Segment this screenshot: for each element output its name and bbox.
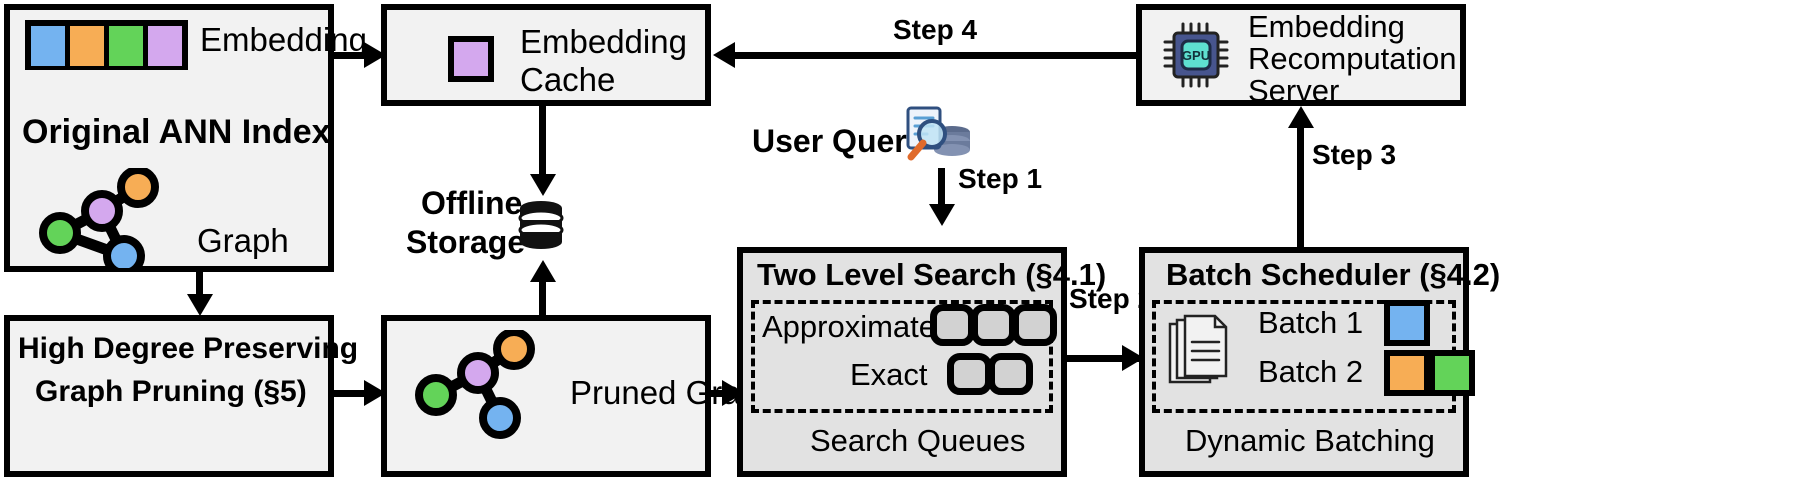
documents-icon — [1168, 314, 1228, 384]
pruned-graph-node-blue — [479, 397, 521, 439]
step1-arrow-head — [929, 204, 955, 226]
dynamic-batching-caption: Dynamic Batching — [1185, 423, 1435, 458]
step1-label: Step 1 — [958, 163, 1043, 194]
arrow-pruning-to-pruned-line — [334, 390, 370, 397]
approximate-queue-slot-3[interactable] — [1012, 304, 1057, 346]
recomputation-server-line1: Embedding — [1248, 9, 1405, 44]
arrow-cache-to-storage-head — [530, 174, 556, 196]
pruned-graph-node-purple — [457, 352, 499, 394]
step2-arrow-line — [1067, 355, 1139, 362]
arrow-index-to-cache-line — [334, 52, 370, 59]
step3-arrow-line — [1297, 128, 1304, 248]
embedding-swatch-blue — [31, 26, 70, 66]
user-query-label: User Query — [752, 123, 925, 159]
graph-pruning-line2: Graph Pruning (§5) — [35, 375, 307, 408]
graph-node-blue — [103, 235, 145, 268]
embedding-cache-swatch — [448, 36, 494, 82]
original-ann-index-title: Original ANN Index — [22, 113, 331, 151]
batch-scheduler-title: Batch Scheduler (§4.2) — [1166, 257, 1501, 292]
embedding-swatch-orange — [70, 26, 109, 66]
batch-1-swatch-blue — [1384, 300, 1430, 346]
approximate-queue-slot-2[interactable] — [971, 304, 1016, 346]
approximate-queue-slot-1[interactable] — [930, 304, 975, 346]
embedding-cache-line1: Embedding — [520, 23, 687, 60]
graph-pruning-box — [4, 315, 334, 477]
exact-queue-slot-1[interactable] — [947, 353, 992, 395]
search-queues-panel — [751, 300, 1053, 413]
exact-queue-slot-2[interactable] — [988, 353, 1033, 395]
exact-row-label: Exact — [850, 357, 928, 392]
step4-arrow-head — [713, 42, 735, 68]
pruned-graph-node-green — [415, 374, 457, 416]
step4-arrow-line — [735, 52, 1138, 59]
offline-storage-line2: Storage — [406, 224, 526, 260]
batch-1-label: Batch 1 — [1258, 305, 1364, 340]
batch-2-label: Batch 2 — [1258, 354, 1364, 389]
batch-2-swatch-green — [1429, 350, 1475, 396]
gpu-chip-icon: GPU — [1163, 22, 1229, 88]
search-queues-caption: Search Queues — [810, 423, 1026, 458]
arrow-index-to-pruning-line — [196, 272, 203, 298]
arrow-pruning-to-pruned-head — [364, 380, 386, 406]
arrow-index-to-cache-head — [364, 42, 386, 68]
recomputation-server-line2: Recomputation — [1248, 41, 1457, 76]
arrow-pruned-to-storage-head — [530, 260, 556, 282]
offline-storage-line1: Offline — [421, 185, 523, 221]
gpu-icon-text: GPU — [1182, 48, 1210, 63]
arrow-index-to-pruning-head — [187, 294, 213, 316]
graph-node-green — [39, 212, 81, 254]
pruned-graph-visual — [415, 330, 535, 439]
query-search-database-icon — [906, 106, 970, 161]
embedding-strip — [25, 20, 188, 70]
embedding-label: Embedding — [200, 21, 367, 58]
step1-arrow-line — [938, 168, 945, 210]
graph-pruning-line1: High Degree Preserving — [18, 332, 359, 365]
pruned-graph-box — [381, 315, 711, 477]
embedding-swatch-purple — [148, 26, 182, 66]
approximate-row-label: Approximate — [762, 309, 937, 344]
arrow-pruned-to-storage-line — [539, 282, 546, 316]
embedding-swatch-green — [109, 26, 148, 66]
arrow-cache-to-storage-line — [539, 106, 546, 178]
step3-arrow-head — [1288, 106, 1314, 128]
step2-arrow-head — [1122, 345, 1144, 371]
graph-label: Graph — [197, 222, 289, 259]
embedding-cache-line2: Cache — [520, 61, 616, 98]
original-index-graph — [39, 168, 159, 268]
graph-node-orange — [117, 168, 159, 208]
pruned-graph-node-orange — [493, 330, 535, 370]
recomputation-server-line3: Server — [1248, 73, 1340, 108]
step4-label: Step 4 — [893, 14, 978, 45]
graph-node-purple — [81, 190, 123, 232]
step3-label: Step 3 — [1312, 139, 1397, 170]
database-icon — [518, 201, 564, 249]
embedding-cache-box — [381, 4, 711, 106]
batch-2-swatch-orange — [1384, 350, 1430, 396]
two-level-search-title: Two Level Search (§4.1) — [757, 257, 1107, 292]
